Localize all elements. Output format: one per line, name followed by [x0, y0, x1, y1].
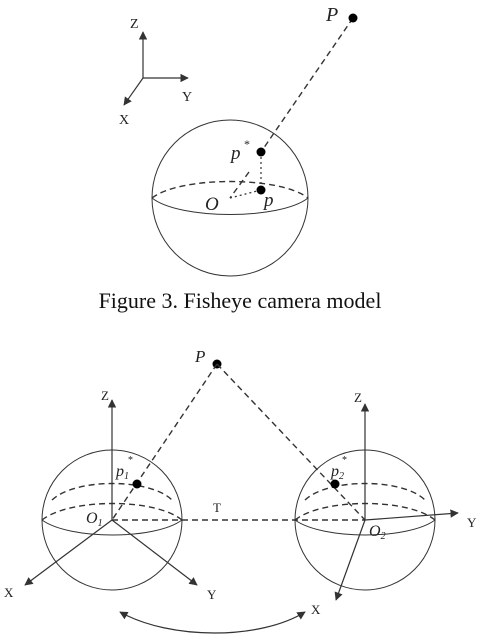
ray-right [216, 363, 366, 521]
right-proj-marker [330, 479, 340, 489]
world-x-label: X [119, 113, 129, 128]
world-axes: Z Y X [119, 17, 192, 128]
right-proj-letter: p [330, 463, 339, 480]
left-proj-star: * [128, 455, 133, 466]
origin-to-p [229, 189, 262, 199]
right-x-label: X [311, 602, 321, 617]
right-origin-label: O2 [369, 523, 386, 542]
left-proj-sub: 1 [124, 471, 129, 482]
right-origin-sub: 2 [381, 531, 386, 542]
right-x-axis [334, 519, 366, 601]
left-equator-front [41, 519, 183, 536]
world-z-label: Z [130, 17, 139, 32]
surface-point-marker [256, 147, 266, 157]
left-proj-label: p1 [115, 463, 129, 482]
left-origin-sub: 1 [98, 518, 103, 529]
left-proj-letter: p [115, 463, 124, 480]
figure4-diagram: P T Z X Y p1 * O1 [4, 347, 477, 634]
right-origin-letter: O [369, 523, 381, 540]
surface-point-label: p [229, 143, 241, 164]
right-y-axis [364, 509, 459, 521]
image-point-marker [256, 185, 266, 195]
world-y-label: Y [182, 90, 192, 105]
right-camera: Z Y X p2 * O2 [294, 390, 477, 617]
right-proj-star: * [342, 455, 347, 466]
left-z-label: Z [101, 388, 109, 403]
sphere-equator-front [151, 197, 309, 215]
right-proj-label: p2 [330, 463, 344, 482]
fisheye-sphere [151, 119, 309, 277]
left-x-label: X [4, 585, 14, 600]
image-point-label: p [262, 190, 274, 211]
right-proj-sub: 2 [339, 471, 344, 482]
figure3-caption: Figure 3. Fisheye camera model [99, 288, 382, 313]
stereo-world-point-label: P [194, 347, 205, 366]
world-point-marker [348, 13, 358, 23]
left-proj-marker [132, 479, 142, 489]
right-equator-front [294, 519, 436, 536]
left-y-label: Y [207, 587, 217, 602]
projection-ray-inner [229, 171, 250, 199]
left-origin-letter: O [86, 510, 98, 527]
left-camera: Z X Y p1 * O1 [4, 388, 217, 602]
left-y-axis [111, 519, 198, 586]
surface-point-star: * [244, 137, 250, 151]
left-origin-label: O1 [86, 510, 103, 529]
rotation-double-arrow [119, 611, 306, 634]
left-x-axis [24, 519, 113, 586]
ray-left [111, 363, 218, 521]
origin-label: O [205, 194, 219, 215]
figure3-diagram: Z Y X P p * O p Figure 3. Fisheye camera… [99, 4, 382, 313]
baseline-label: T [213, 500, 221, 515]
right-y-label: Y [467, 515, 477, 530]
right-z-label: Z [354, 390, 362, 405]
projection-ray [260, 17, 354, 153]
world-point-label: P [325, 4, 338, 26]
world-x-axis [123, 77, 144, 106]
sphere-equator-back [151, 180, 309, 199]
